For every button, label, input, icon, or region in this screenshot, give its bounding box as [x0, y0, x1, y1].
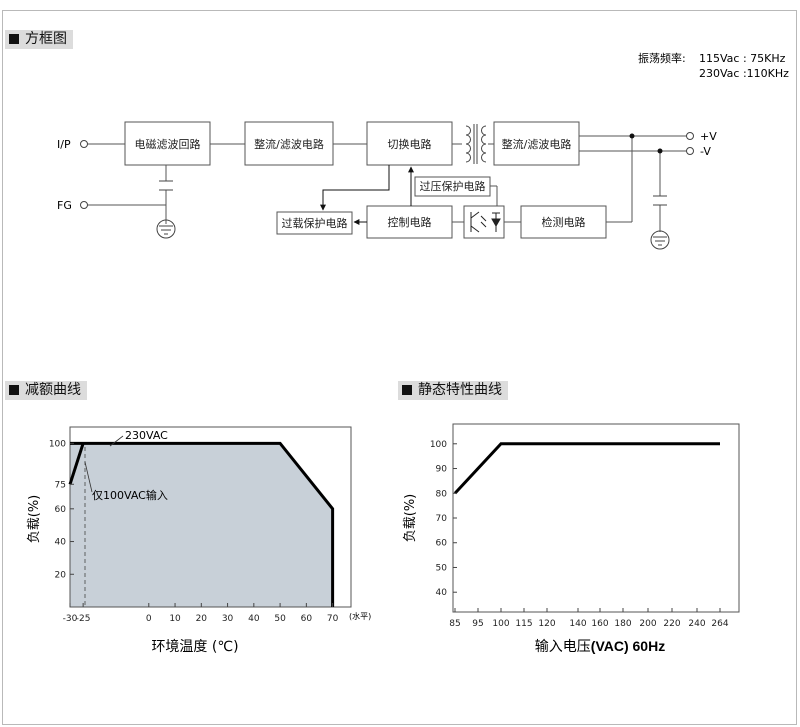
- block-diagram: 振荡频率: 115Vac : 75KHz 230Vac :110KHz: [57, 51, 789, 250]
- section-static: 静态特性曲线: [398, 381, 508, 400]
- square-bullet-icon: [402, 385, 412, 395]
- optocoupler-icon: [470, 211, 501, 233]
- capacitor-icon: [159, 180, 173, 191]
- port-vminus-label: -V: [700, 145, 711, 158]
- port-fg-label: FG: [57, 199, 72, 212]
- junction-dot: [629, 133, 635, 139]
- olp-label: 过载保护电路: [282, 216, 348, 230]
- square-bullet-icon: [9, 385, 19, 395]
- section-title: 减额曲线: [25, 382, 81, 398]
- terminal-vplus: [686, 132, 694, 140]
- switching-freq-line2: 230Vac :110KHz: [699, 67, 789, 80]
- terminal-vminus: [686, 147, 694, 155]
- olp-box: [276, 211, 353, 235]
- square-bullet-icon: [9, 34, 19, 44]
- rectifier-label-1: 整流/滤波电路: [254, 137, 324, 151]
- junction-dot: [657, 148, 663, 154]
- switching-freq-line1: 115Vac : 75KHz: [699, 52, 786, 65]
- rectifier-label-2: 整流/滤波电路: [502, 137, 572, 151]
- switching-label: 切换电路: [388, 137, 432, 151]
- page-frame: [2, 10, 797, 725]
- terminal-ip: [80, 140, 88, 148]
- section-title: 静态特性曲线: [418, 382, 502, 398]
- ground-icon: [156, 219, 176, 239]
- port-vplus-label: +V: [700, 130, 717, 143]
- port-ip-label: I/P: [57, 138, 71, 151]
- section-derating: 减额曲线: [5, 381, 87, 400]
- capacitor-icon: [653, 195, 667, 206]
- section-title: 方框图: [25, 31, 67, 47]
- switching-freq-label: 振荡频率:: [638, 51, 686, 65]
- detect-label: 检测电路: [542, 215, 586, 229]
- terminal-fg: [80, 201, 88, 209]
- ground-icon: [650, 230, 670, 250]
- section-block-diagram: 方框图: [5, 30, 73, 49]
- transformer-icon: [465, 124, 487, 164]
- control-label: 控制电路: [388, 215, 432, 229]
- emi-filter-label: 电磁滤波回路: [135, 138, 201, 151]
- ovp-label: 过压保护电路: [420, 179, 486, 193]
